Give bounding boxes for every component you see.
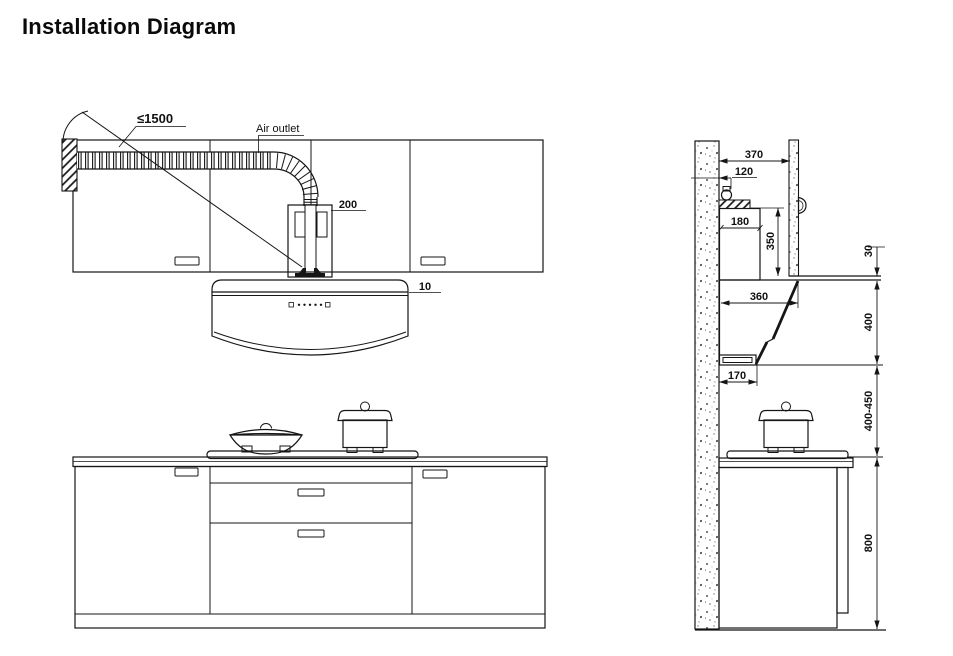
outlet-pipe [720,189,733,201]
vent-slot [294,211,306,238]
dim-120-label: 120 [735,166,753,178]
hood-control-panel [288,302,331,308]
dim-10: 10 [409,281,441,293]
dim-400: 400 [863,281,880,364]
drawer-handle [297,529,325,538]
pot-side [758,401,814,453]
dim-400-450: 400-450 [863,366,880,456]
dim-360: 360 [721,291,798,306]
dim-400-label: 400 [863,313,875,331]
dim-170: 170 [719,370,757,385]
range-hood-front [211,279,409,356]
dim-10-label: 10 [419,281,431,293]
door-handle [422,469,448,479]
duct-collar [295,268,325,277]
mounting-bracket [718,186,751,209]
dim-30-label: 30 [863,245,875,257]
cooktop-side [726,401,849,460]
pot [337,401,393,453]
dim-120: 120 [719,166,757,181]
page-title: Installation Diagram [22,14,237,39]
dim-370: 370 [719,149,790,164]
wall-section [694,140,720,630]
dim-180-label: 180 [731,216,749,228]
vent-slot [316,211,328,238]
dim-800-label: 800 [863,534,875,552]
dim-800: 800 [863,458,880,629]
air-outlet-callout: Air outlet [256,123,304,153]
dim-370-label: 370 [745,149,763,161]
cooktop-front [206,401,419,460]
wall-anchor-hatch [61,138,78,192]
dim-200-label: 200 [339,199,357,211]
dim-200: 200 [331,199,366,211]
base-cabinet-side [718,457,854,629]
dim-170-label: 170 [728,370,746,382]
cabinet-handle-side [797,196,807,215]
door-handle [174,467,199,477]
cabinet-handle [174,256,200,266]
dim-350: 350 [765,208,781,276]
base-cabinet-front [72,456,548,629]
side-view: 370 120 180 350 30 360 [691,139,886,631]
front-view: ≤1500 Air outlet 200 10 [61,110,548,629]
upper-cabinet-side [788,139,807,277]
chimney-duct-cover [287,204,333,278]
duct-length-label: ≤1500 [137,111,173,126]
wok [228,423,304,455]
dim-360-label: 360 [750,291,768,303]
range-hood-side [718,207,881,366]
flexible-duct [77,151,319,206]
dim-180: 180 [718,216,763,232]
dim-30: 30 [863,245,885,276]
dim-350-label: 350 [765,232,777,250]
drawer-handle [297,488,325,497]
cabinet-handle [420,256,446,266]
outlet-pipe-cap [722,186,731,192]
air-outlet-label: Air outlet [256,123,299,135]
dim-400-450-label: 400-450 [863,391,875,431]
dim-duct-length: ≤1500 [62,110,303,268]
